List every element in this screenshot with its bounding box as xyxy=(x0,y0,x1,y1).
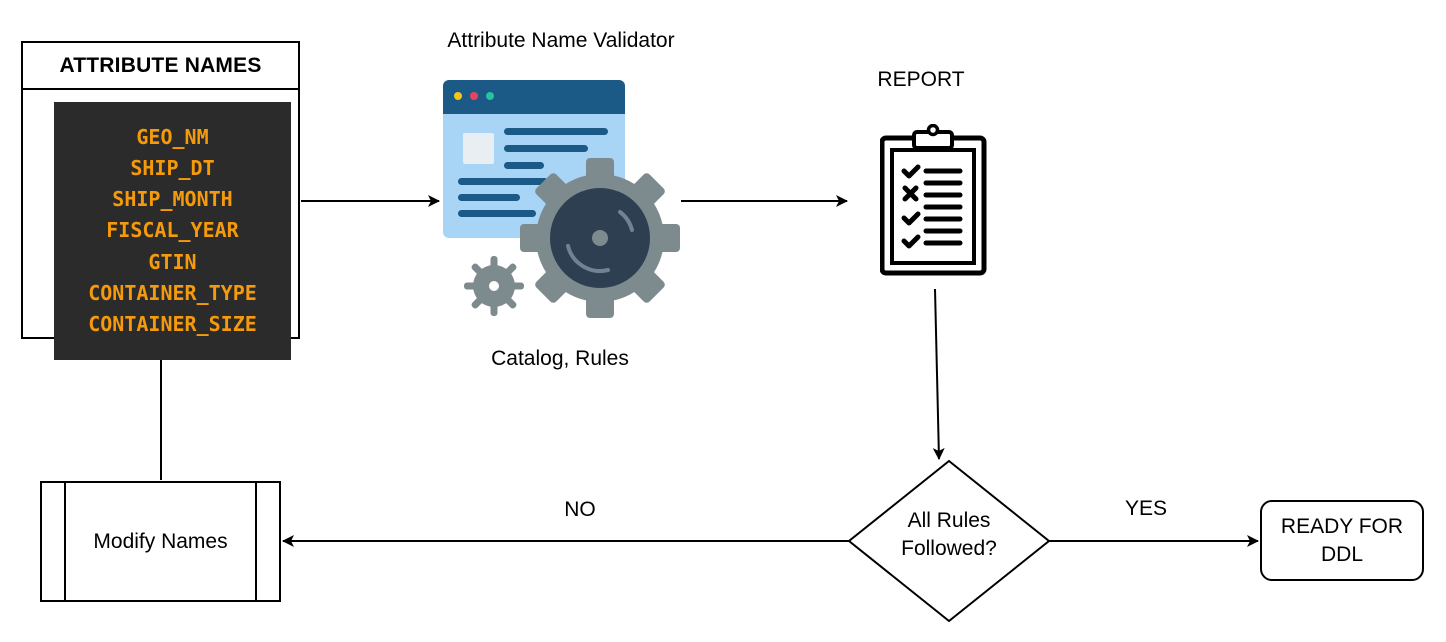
web-settings-gear-icon xyxy=(443,80,680,318)
decision-line-2: Followed? xyxy=(901,537,997,560)
attribute-name: SHIP_DT xyxy=(130,155,215,180)
report-title: REPORT xyxy=(877,68,965,91)
yes-label: YES xyxy=(1124,497,1168,520)
decision-diamond xyxy=(847,459,1051,623)
decision-text: All Rules Followed? xyxy=(869,507,1029,563)
modify-names-box: Modify Names xyxy=(40,481,281,602)
attribute-names-title: ATTRIBUTE NAMES xyxy=(23,43,298,90)
validator-title: Attribute Name Validator xyxy=(447,29,675,52)
attribute-names-list: GEO_NM SHIP_DT SHIP_MONTH FISCAL_YEAR GT… xyxy=(54,102,291,360)
attribute-name: CONTAINER_TYPE xyxy=(88,280,257,305)
validator-subtitle: Catalog, Rules xyxy=(491,347,629,370)
ready-for-ddl-box: READY FOR DDL xyxy=(1260,500,1424,581)
attribute-name: GEO_NM xyxy=(136,124,209,149)
clipboard-checklist-icon xyxy=(880,124,987,276)
ready-line-1: READY FOR xyxy=(1280,514,1404,538)
attribute-name: GTIN xyxy=(148,249,197,274)
arrow-report-to-decision xyxy=(932,288,945,460)
ready-line-2: DDL xyxy=(1320,542,1363,566)
attribute-name: SHIP_MONTH xyxy=(112,187,233,212)
process-bar-left xyxy=(64,483,66,600)
modify-names-label: Modify Names xyxy=(93,529,228,553)
decision-line-1: All Rules xyxy=(907,509,991,532)
no-label: NO xyxy=(564,498,596,521)
attribute-name: CONTAINER_SIZE xyxy=(88,312,257,336)
process-bar-right xyxy=(255,483,257,600)
attribute-names-box: ATTRIBUTE NAMES GEO_NM SHIP_DT SHIP_MONT… xyxy=(21,41,300,360)
attribute-name: FISCAL_YEAR xyxy=(106,218,239,243)
